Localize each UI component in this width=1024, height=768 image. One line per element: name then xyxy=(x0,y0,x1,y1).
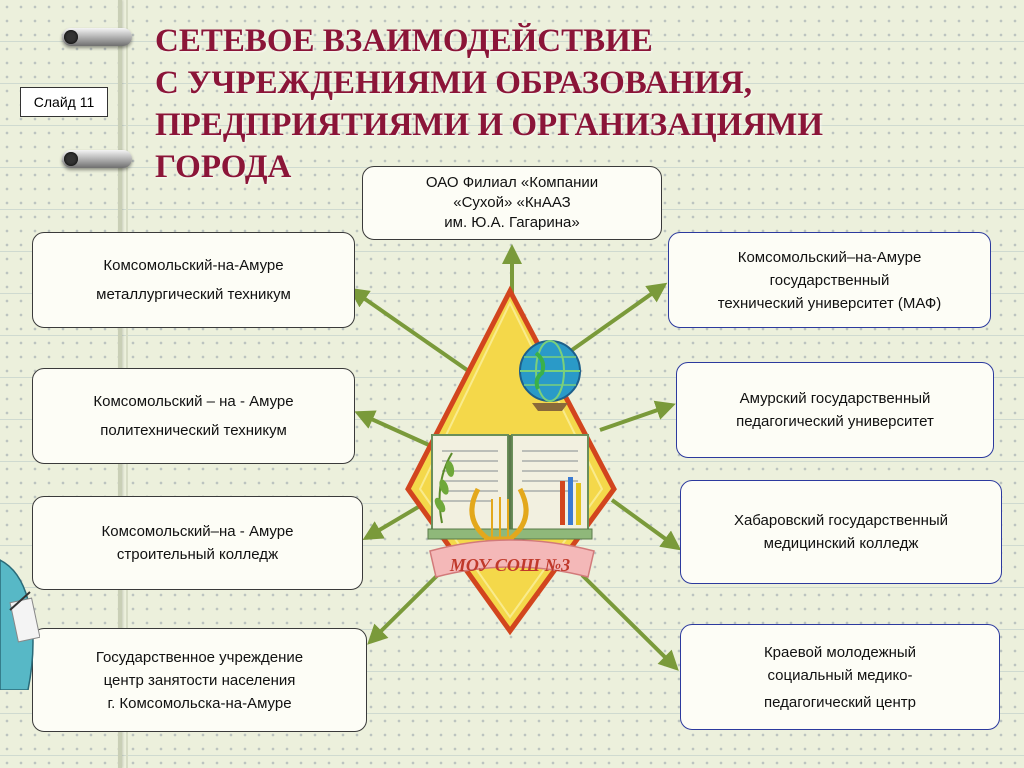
school-emblem: МОУ СОШ №3 xyxy=(405,285,617,636)
pencils-icon xyxy=(560,477,581,525)
arrow-to-left1 xyxy=(348,287,472,374)
open-book-icon xyxy=(427,434,593,540)
partner-text-line: государственный xyxy=(769,271,890,289)
lyre-icon xyxy=(469,487,529,542)
partner-text-line: Комсомольский-на-Амуре xyxy=(103,257,284,274)
partner-text-line: металлургический техникум xyxy=(96,286,291,303)
title-line-2: С УЧРЕЖДЕНИЯМИ ОБРАЗОВАНИЯ, xyxy=(155,65,752,101)
globe-icon xyxy=(519,340,581,411)
school-name-banner: МОУ СОШ №3 xyxy=(429,539,595,578)
partner-box-medical-college: Хабаровский государственный медицинский … xyxy=(680,480,1002,584)
partner-text-line: Комсомольский–на - Амуре xyxy=(101,523,294,540)
partner-text-line: Амурский государственный xyxy=(739,390,931,407)
arrow-to-right4 xyxy=(580,573,679,671)
student-figure-icon xyxy=(0,559,40,690)
laurel-branch-icon xyxy=(434,452,455,524)
arrow-to-right2 xyxy=(599,400,676,432)
title-line-1: СЕТЕВОЕ ВЗАИМОДЕЙСТВИЕ xyxy=(155,23,653,59)
partner-box-knaaz: ОАО Филиал «Компании «Сухой» «КнААЗ им. … xyxy=(362,166,662,240)
partner-box-construction-college: Комсомольский–на - Амуре строительный ко… xyxy=(32,496,363,590)
slide-title: СЕТЕВОЕ ВЗАИМОДЕЙСТВИЕ С УЧРЕЖДЕНИЯМИ ОБ… xyxy=(155,20,995,188)
binder-ring-icon xyxy=(62,150,132,168)
partner-text-line: технический университет (МАФ) xyxy=(717,294,942,312)
partner-text-line: Государственное учреждение xyxy=(95,648,304,666)
partner-text-line: им. Ю.А. Гагарина» xyxy=(444,214,580,231)
partner-text-line: ОАО Филиал «Компании xyxy=(425,174,599,191)
partner-box-metallurgical-college: Комсомольский-на-Амуре металлургический … xyxy=(32,232,355,328)
partner-text-line: г. Комсомольска-на-Амуре xyxy=(107,694,292,712)
partner-text-line: строительный колледж xyxy=(116,546,279,563)
partner-text-line: медицинский колледж xyxy=(763,535,919,552)
partner-text-line: Хабаровский государственный xyxy=(733,512,949,529)
partner-text-line: центр занятости населения xyxy=(103,671,296,689)
partner-text-line: политехнический техникум xyxy=(100,422,287,439)
partner-text-line: социальный медико- xyxy=(767,666,913,684)
arrow-to-right3 xyxy=(610,498,682,551)
partner-box-technical-university: Комсомольский–на-Амуре государственный т… xyxy=(668,232,991,328)
partner-text-line: Краевой молодежный xyxy=(763,643,917,661)
partner-text-line: Комсомольский–на-Амуре xyxy=(737,248,922,266)
binder-ring-icon xyxy=(62,28,132,46)
slide-number-label: Слайд 11 xyxy=(20,87,108,117)
arrow-to-right1 xyxy=(570,282,668,352)
partner-box-youth-social-center: Краевой молодежный социальный медико- пе… xyxy=(680,624,1000,730)
partner-text-line: Комсомольский – на - Амуре xyxy=(93,393,294,410)
title-line-4: ГОРОДА xyxy=(155,149,292,185)
title-line-3: ПРЕДПРИЯТИЯМИ И ОРГАНИЗАЦИЯМИ xyxy=(155,107,823,143)
partner-text-line: «Сухой» «КнААЗ xyxy=(453,194,571,211)
partner-box-pedagogical-university: Амурский государственный педагогический … xyxy=(676,362,994,458)
partner-text-line: педагогический центр xyxy=(764,693,916,711)
school-name-text: МОУ СОШ №3 xyxy=(449,555,570,575)
partner-box-polytechnic-college: Комсомольский – на - Амуре политехническ… xyxy=(32,368,355,464)
arrow-to-left2 xyxy=(354,410,441,452)
partner-text-line: педагогический университет xyxy=(736,413,934,430)
partner-box-employment-center: Государственное учреждение центр занятос… xyxy=(32,628,367,732)
